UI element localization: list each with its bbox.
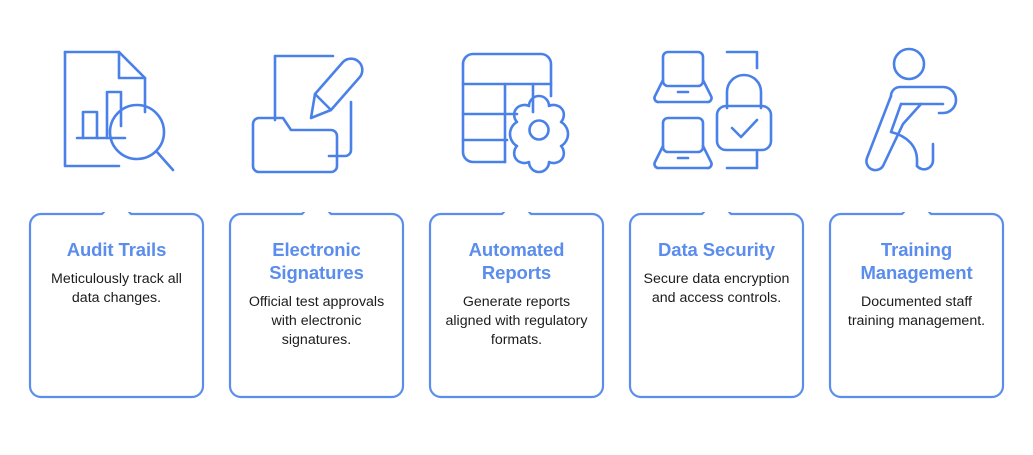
- card-content: Electronic Signatures Official test appr…: [228, 212, 405, 360]
- card-description: Documented staff training management.: [847, 294, 986, 330]
- feature-card[interactable]: Data Security Secure data encryption and…: [628, 212, 805, 399]
- card-description: Official test approvals with electronic …: [248, 294, 385, 348]
- document-chart-search-icon: [28, 0, 205, 212]
- laptops-lock-check-icon: [628, 0, 805, 212]
- card-outline-with-notch: [628, 212, 805, 399]
- feature-card[interactable]: Training Management Documented staff tra…: [828, 212, 1005, 399]
- table-gear-icon: [428, 0, 605, 212]
- card-description: Secure data encryption and access contro…: [643, 271, 790, 306]
- card-title: Audit Trails: [66, 239, 167, 260]
- feature-column-data-security: Data Security Secure data encryption and…: [628, 0, 805, 399]
- card-outline-with-notch: [428, 212, 605, 399]
- card-content: Data Security Secure data encryption and…: [628, 212, 805, 318]
- card-content: Audit Trails Meticulously track all data…: [28, 212, 205, 318]
- card-title: Automated Reports: [468, 239, 565, 284]
- feature-card[interactable]: Audit Trails Meticulously track all data…: [28, 212, 205, 399]
- person-training-icon: [828, 0, 1005, 212]
- feature-column-audit-trails: Audit Trails Meticulously track all data…: [28, 0, 205, 399]
- feature-column-automated-reports: Automated Reports Generate reports align…: [428, 0, 605, 399]
- feature-column-electronic-signatures: Electronic Signatures Official test appr…: [228, 0, 405, 399]
- card-title: Training Management: [860, 239, 973, 284]
- feature-card[interactable]: Automated Reports Generate reports align…: [428, 212, 605, 399]
- card-description: Generate reports aligned with regulatory…: [445, 294, 588, 348]
- feature-column-training-management: Training Management Documented staff tra…: [828, 0, 1005, 399]
- card-outline-with-notch: [828, 212, 1005, 399]
- card-content: Automated Reports Generate reports align…: [428, 212, 605, 360]
- document-pencil-folder-icon: [228, 0, 405, 212]
- card-outline-with-notch: [228, 212, 405, 399]
- card-title: Data Security: [658, 239, 775, 260]
- feature-card[interactable]: Electronic Signatures Official test appr…: [228, 212, 405, 399]
- card-title: Electronic Signatures: [269, 239, 364, 284]
- card-content: Training Management Documented staff tra…: [828, 212, 1005, 341]
- card-outline-with-notch: [28, 212, 205, 399]
- card-description: Meticulously track all data changes.: [51, 271, 182, 306]
